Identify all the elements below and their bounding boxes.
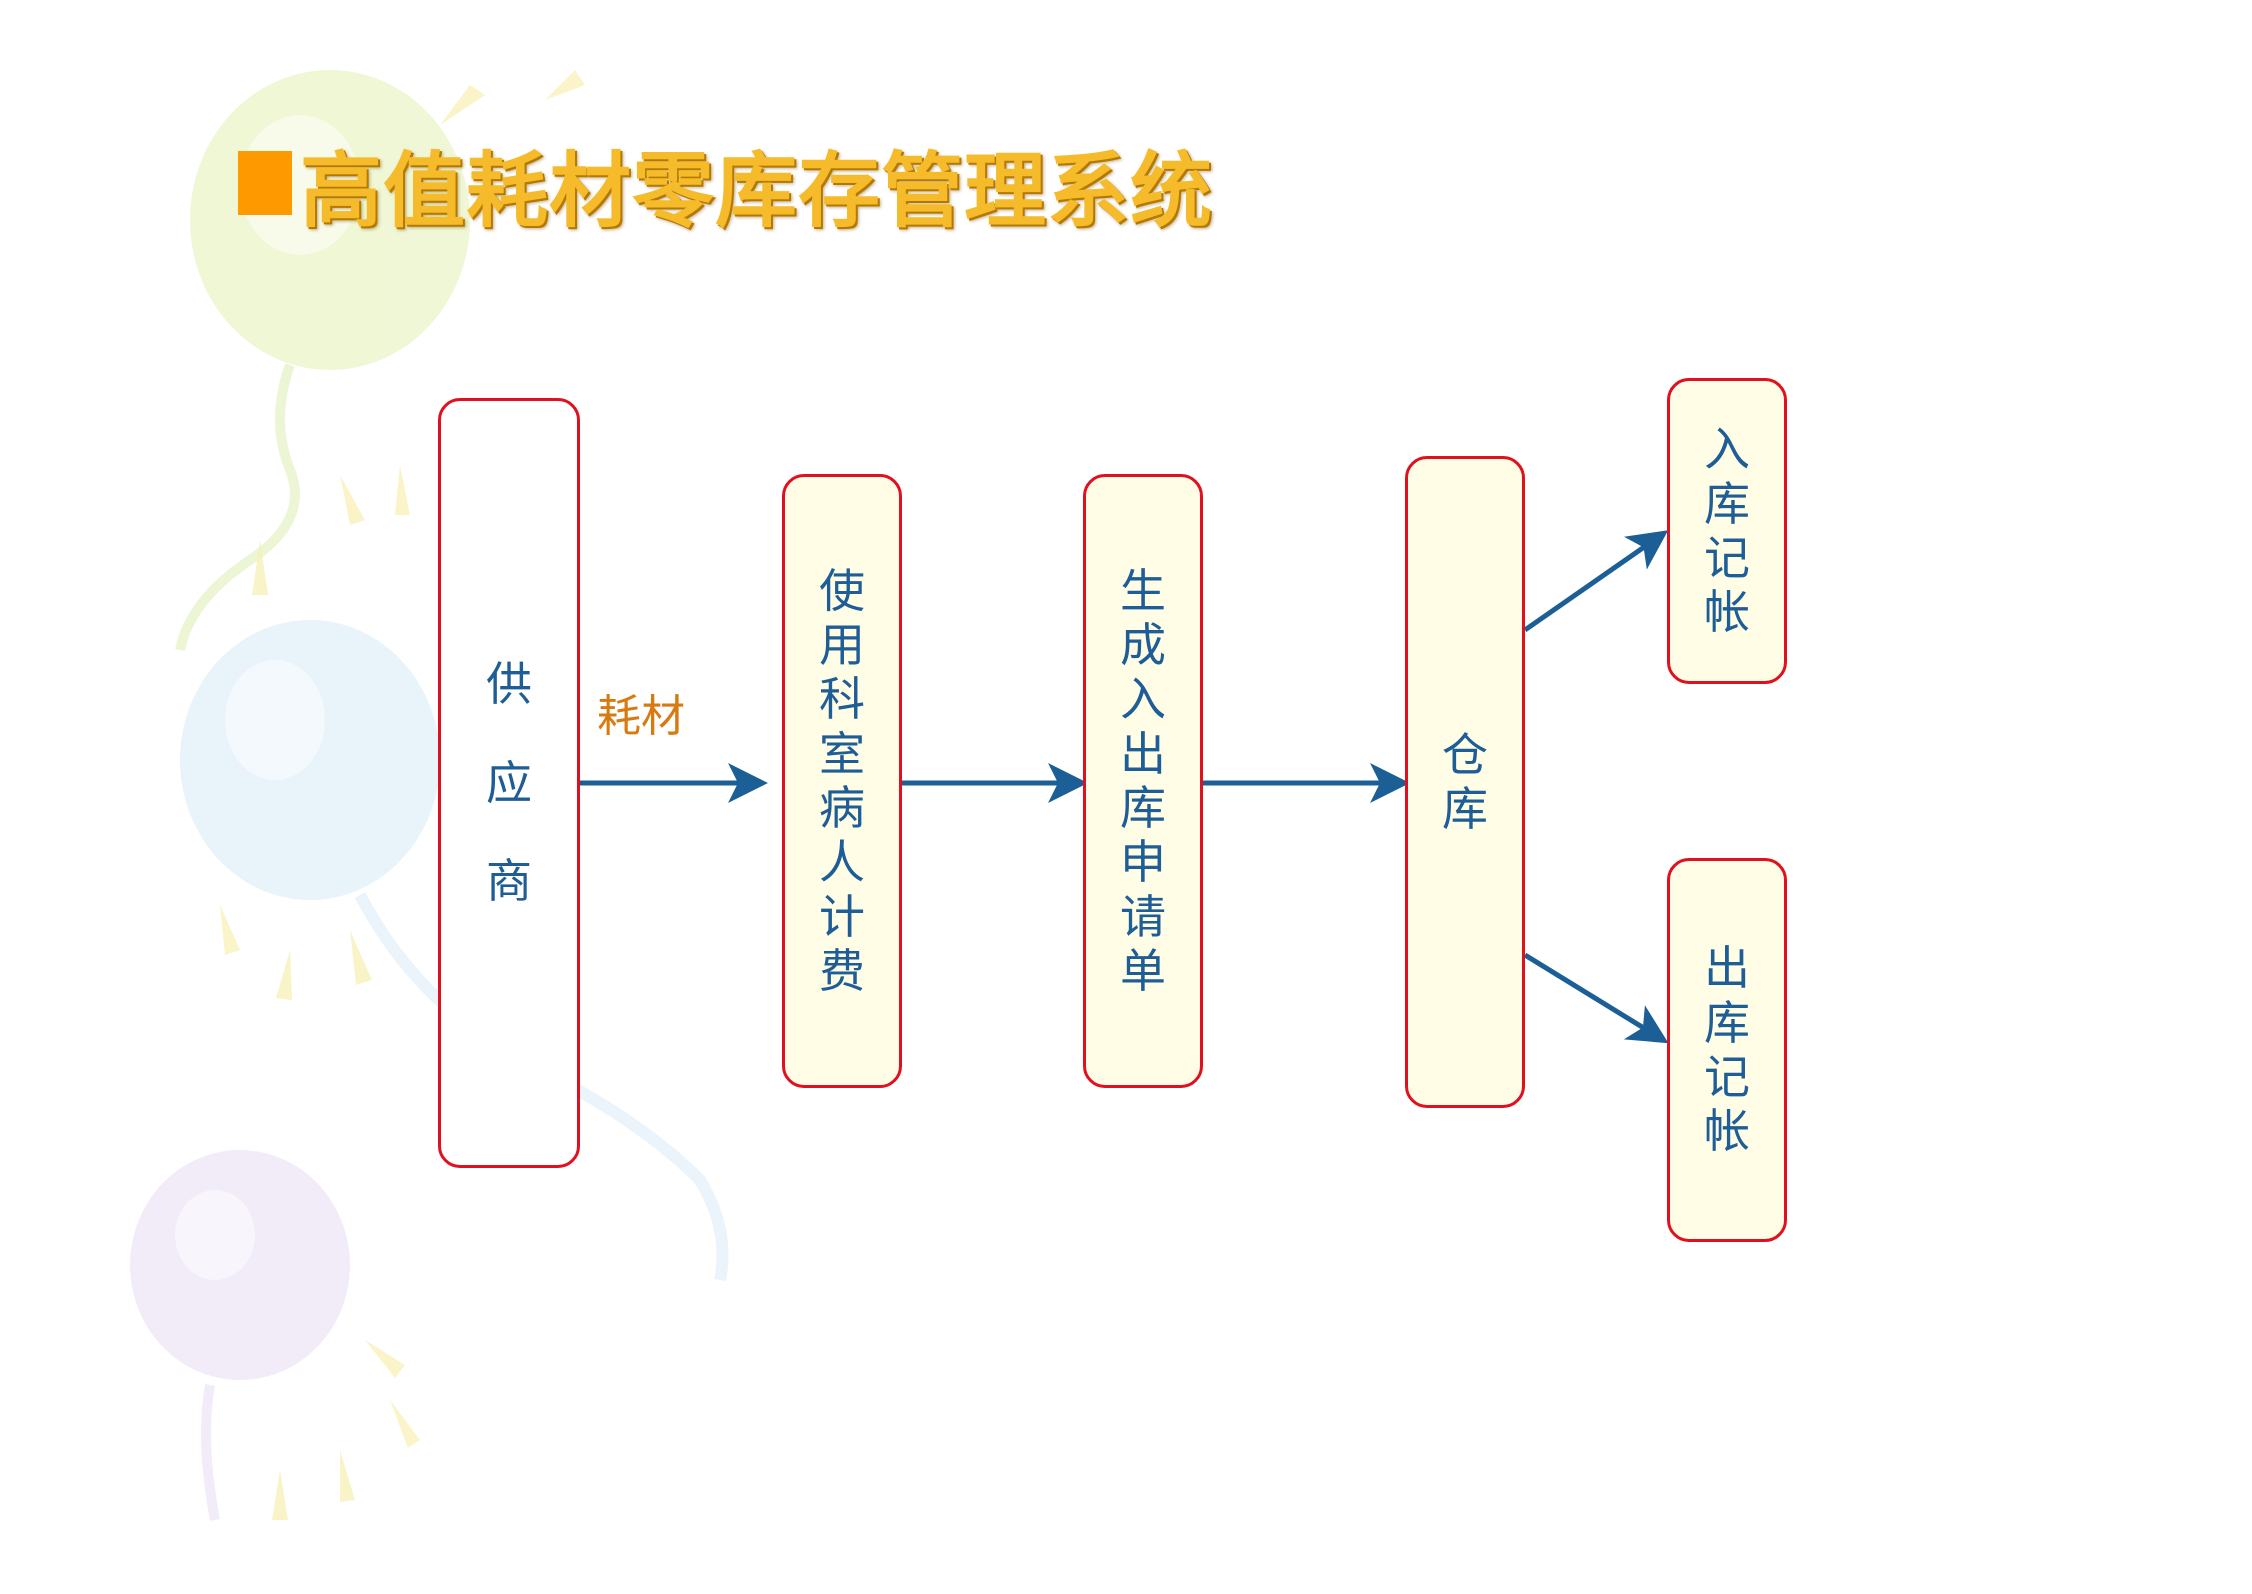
node-warehouse: 仓库: [1405, 456, 1525, 1108]
node-out-record: 出库记帐: [1667, 858, 1787, 1242]
node-label-out-record: 出库记帐: [1704, 941, 1750, 1159]
node-in-record: 入库记帐: [1667, 378, 1787, 684]
node-dept-billing: 使用科室病人计费: [782, 474, 902, 1088]
arrow-warehouse-to-in-record: [1523, 530, 1669, 633]
title-text: 高值耗材零库存管理系统: [300, 143, 1214, 239]
arrow-warehouse-to-out-record: [1523, 952, 1669, 1044]
node-label-in-record: 入库记帐: [1704, 422, 1750, 640]
slide-title: 高值耗材零库存管理系统: [238, 128, 1213, 239]
node-requisition: 生成入出库申请单: [1083, 474, 1203, 1088]
edge-label-supplier-to-dept-billing: 耗材: [597, 691, 685, 742]
node-label-supplier: 供应商: [486, 656, 532, 909]
node-label-requisition: 生成入出库申请单: [1120, 563, 1166, 998]
edges-layer: [580, 530, 1669, 1044]
node-label-dept-billing: 使用科室病人计费: [819, 563, 865, 998]
title-marker-square: [238, 151, 292, 215]
node-supplier: 供应商: [438, 398, 580, 1168]
node-label-warehouse: 仓库: [1442, 727, 1488, 836]
